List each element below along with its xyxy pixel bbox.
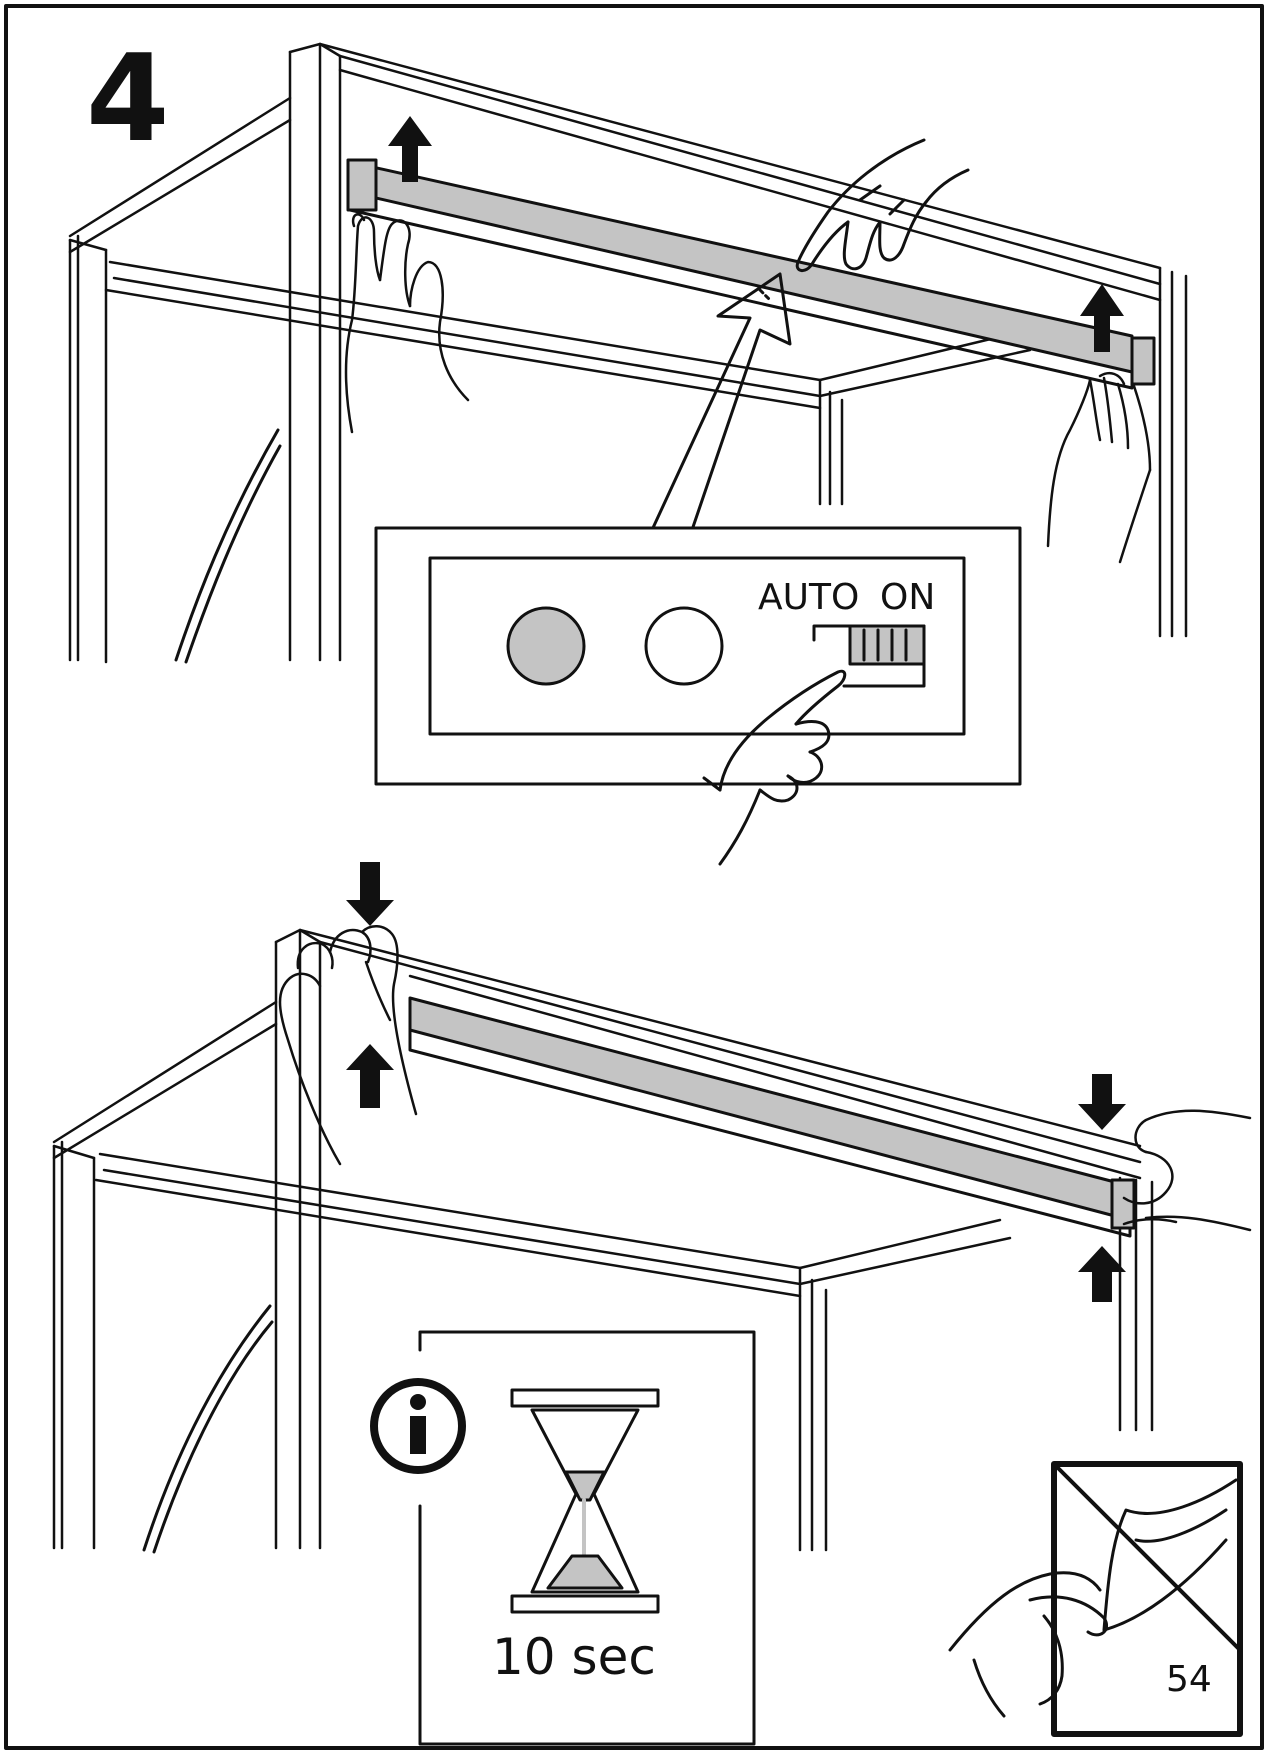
hand-fist-icon — [278, 925, 418, 1166]
button-indicator-empty — [644, 606, 724, 686]
page-turn-icon — [948, 1461, 1243, 1737]
mode-switch — [812, 624, 926, 688]
light-rail-top — [346, 158, 1156, 390]
step-number: 4 — [86, 30, 170, 169]
switch-label-on: ON — [880, 577, 936, 618]
light-rail-bottom — [408, 996, 1136, 1238]
timer-duration: 10 sec — [492, 1628, 656, 1686]
hourglass-icon — [510, 1388, 660, 1614]
finger-press-icon — [702, 669, 847, 866]
info-box — [370, 1330, 756, 1746]
page-number: 54 — [1166, 1659, 1212, 1700]
hand-left-icon — [344, 213, 470, 434]
hand-squeeze-icon — [1122, 1109, 1252, 1232]
cabinet-frame-top — [68, 42, 1188, 664]
switch-label-auto: AUTO — [758, 577, 860, 618]
up-arrow-icon — [388, 116, 1124, 352]
press-arrows-icon — [346, 862, 1126, 1302]
button-indicator-filled — [506, 606, 586, 686]
callout-arrow — [650, 272, 792, 532]
cabinet-frame-bottom — [52, 928, 1154, 1554]
pointing-hand-icon — [795, 138, 970, 272]
hand-right-icon — [1046, 372, 1152, 564]
page-frame — [4, 4, 1264, 1750]
switch-callout — [374, 526, 1022, 866]
